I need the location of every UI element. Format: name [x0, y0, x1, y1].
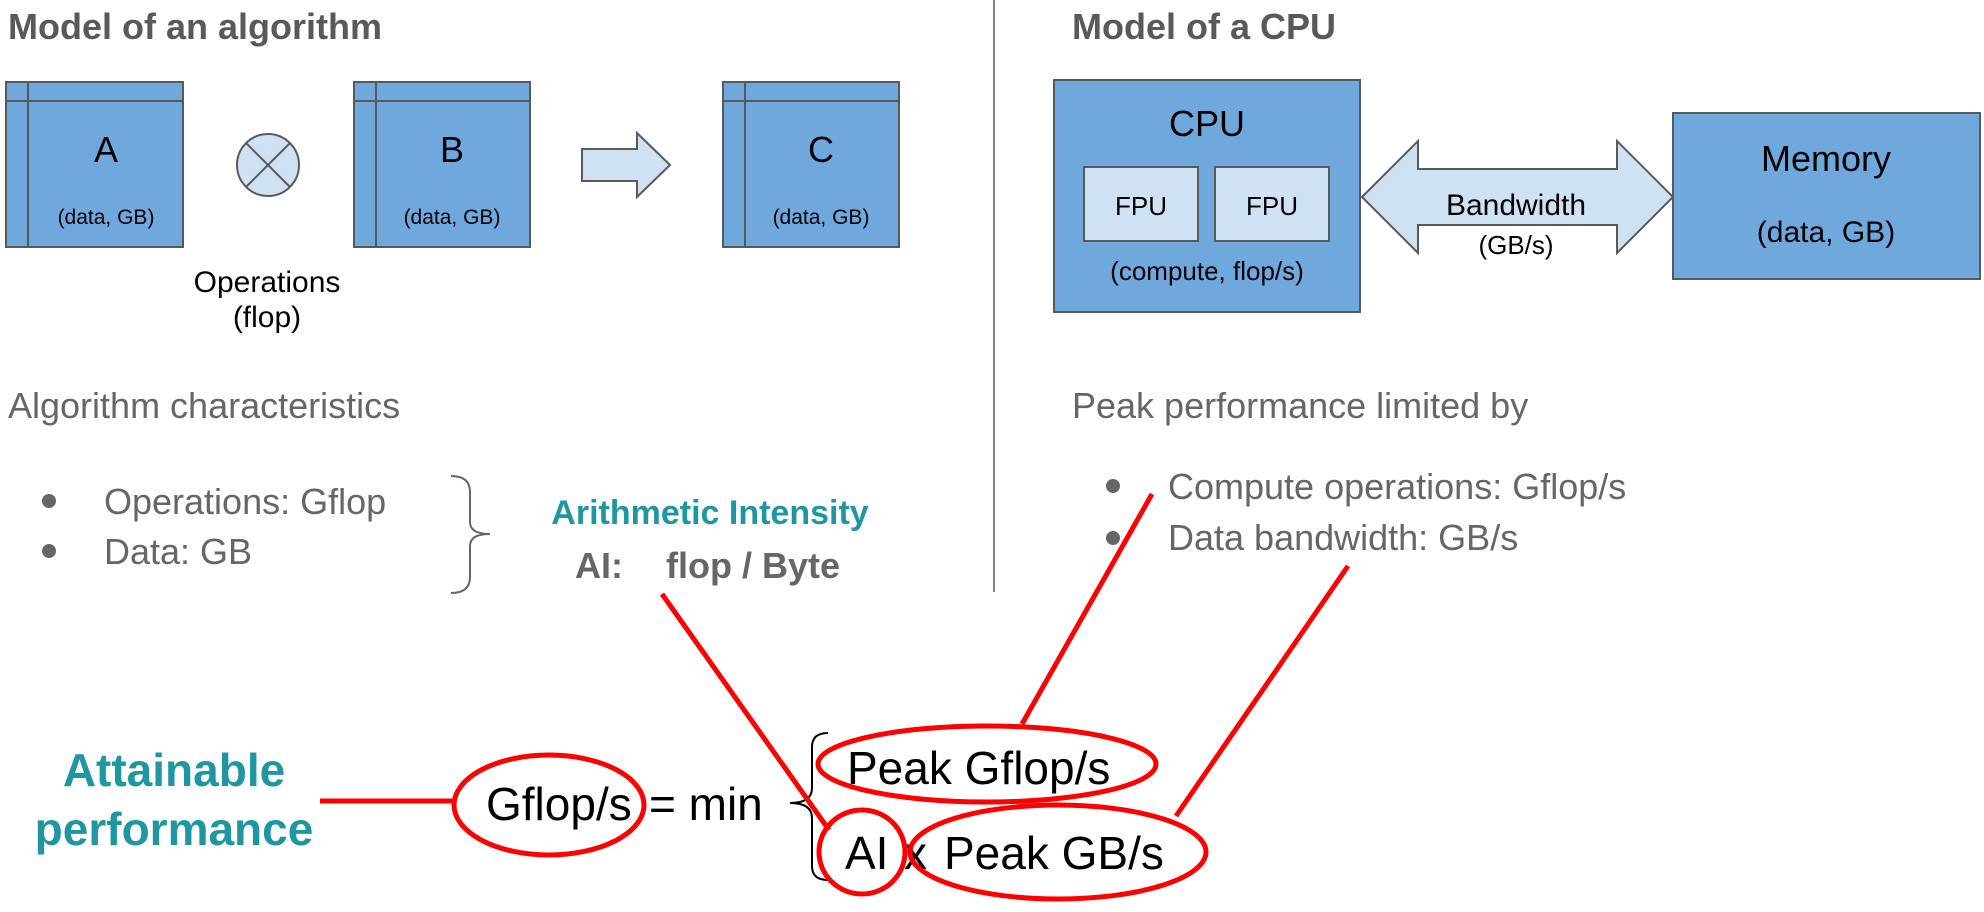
bullet-dot: [1106, 531, 1120, 545]
arithmetic-intensity-title: Arithmetic Intensity: [551, 494, 868, 532]
bandwidth-label: Bandwidth: [1446, 189, 1586, 222]
box-b-letter: B: [440, 129, 464, 170]
cpu-box: CPU FPU FPU (compute, flop/s): [1053, 79, 1361, 313]
matrix-box-b: B (data, GB): [353, 81, 531, 248]
bandwidth-connector-line: [1173, 564, 1351, 818]
formula-times: x: [904, 827, 927, 879]
memory-box: Memory (data, GB): [1672, 112, 1981, 280]
peak-gbs-highlight-ellipse: [907, 802, 1209, 902]
bullet-dot: [42, 544, 56, 558]
bullet-dot: [42, 494, 56, 508]
formula-eq-min: = min: [649, 778, 763, 830]
attainable-label-line2: performance: [35, 803, 314, 855]
bullet-dot: [1106, 479, 1120, 493]
box-c-sub: (data, GB): [773, 206, 870, 229]
formula-peak-gbs: Peak GB/s: [944, 827, 1164, 879]
bullet-bandwidth: Data bandwidth: GB/s: [1168, 517, 1518, 558]
cpu-label: CPU: [1169, 103, 1245, 144]
operations-unit: (flop): [233, 301, 301, 334]
characteristics-brace: [450, 475, 491, 594]
operations-label: Operations: [194, 266, 341, 299]
fpu-box: [1214, 166, 1330, 242]
formula-peak-gflops: Peak Gflop/s: [847, 742, 1110, 794]
box-a-letter: A: [94, 129, 118, 170]
box-a-sub: (data, GB): [58, 206, 155, 229]
box-b-sub: (data, GB): [404, 206, 501, 229]
ai-connector-line: [659, 592, 832, 832]
right-title: Model of a CPU: [1072, 6, 1336, 47]
lhs-highlight-ellipse: [451, 752, 647, 858]
compute-connector-line: [1019, 492, 1155, 726]
ai-highlight-ellipse: [816, 807, 908, 897]
memory-sub: (data, GB): [1757, 216, 1895, 249]
bullet-data: Data: GB: [104, 531, 252, 572]
formula-lhs: Gflop/s: [486, 778, 632, 830]
box-c-letter: C: [808, 129, 834, 170]
peak-performance-heading: Peak performance limited by: [1072, 385, 1528, 426]
matrix-box-c: C (data, GB): [722, 81, 900, 248]
cpu-sub: (compute, flop/s): [1110, 256, 1304, 286]
left-title: Model of an algorithm: [8, 6, 382, 47]
attainable-label-line1: Attainable: [63, 744, 285, 796]
formula-ai: AI: [845, 827, 888, 879]
multiply-operator-icon: [236, 133, 300, 197]
highlight-annotations: [320, 492, 1351, 902]
fpu-label: FPU: [1115, 191, 1167, 221]
algorithm-characteristics-heading: Algorithm characteristics: [8, 385, 400, 426]
memory-label: Memory: [1761, 138, 1891, 179]
ai-unit: flop / Byte: [666, 545, 840, 586]
bullet-compute: Compute operations: Gflop/s: [1168, 466, 1626, 507]
fpu-box: [1083, 166, 1199, 242]
result-arrow-icon: [581, 130, 672, 200]
bandwidth-unit: (GB/s): [1478, 230, 1553, 260]
bullet-operations: Operations: Gflop: [104, 481, 386, 522]
peak-gflops-highlight-ellipse: [815, 723, 1159, 805]
fpu-label: FPU: [1246, 191, 1298, 221]
formula-brace: [789, 732, 829, 881]
matrix-box-a: A (data, GB): [5, 81, 184, 248]
ai-prefix: AI:: [575, 545, 623, 586]
